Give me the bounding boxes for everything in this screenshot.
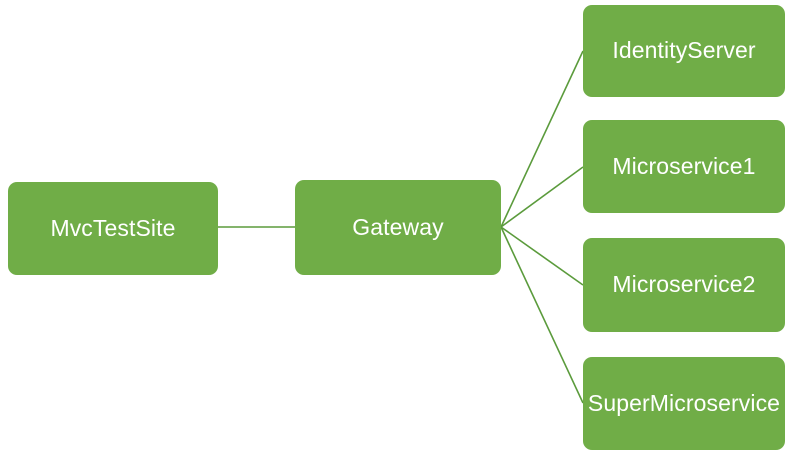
connector-gateway-to-supermicroservice [500, 226, 584, 404]
node-label-gateway: Gateway [352, 213, 444, 240]
node-label-supermicroservice: SuperMicroservice [587, 389, 781, 416]
node-label-identityserver: IdentityServer [612, 37, 756, 64]
connector-gateway-to-identityserver [500, 50, 584, 228]
node-label-mvctestsite: MvcTestSite [50, 214, 176, 241]
connector-gateway-to-microservice2 [500, 226, 584, 286]
node-supermicroservice[interactable]: SuperMicroservice [583, 357, 785, 450]
node-identityserver[interactable]: IdentityServer [583, 5, 785, 97]
node-mvctestsite[interactable]: MvcTestSite [8, 182, 218, 275]
connector-gateway-to-microservice1 [500, 166, 584, 228]
node-microservice1[interactable]: Microservice1 [583, 120, 785, 213]
node-microservice2[interactable]: Microservice2 [583, 238, 785, 332]
node-gateway[interactable]: Gateway [295, 180, 501, 275]
node-label-microservice1: Microservice1 [612, 152, 756, 179]
node-label-microservice2: Microservice2 [612, 271, 756, 298]
